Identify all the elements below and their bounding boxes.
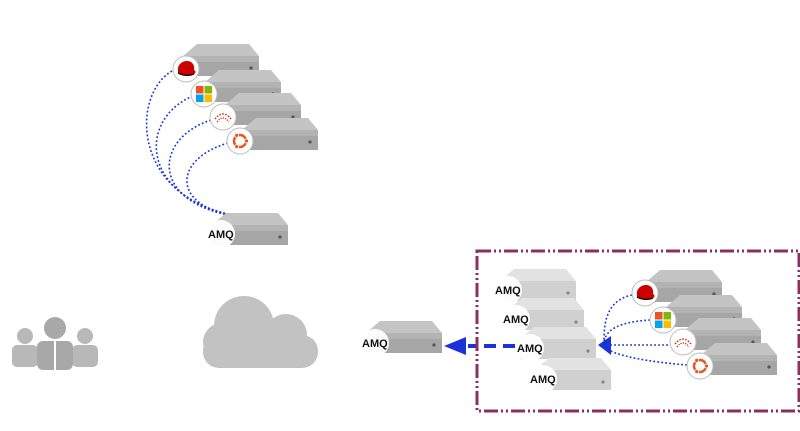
amq-label: AMQ (530, 374, 556, 386)
remote-site-boundary (475, 249, 800, 413)
redhat-icon (173, 56, 199, 82)
connector-redhat (603, 294, 633, 341)
amq-label: AMQ (362, 338, 388, 350)
amq-label: AMQ (495, 285, 521, 297)
top-connectors (145, 70, 251, 219)
amq-server-top: AMQ (207, 213, 288, 248)
redhat-icon (632, 280, 658, 306)
remote-connectors (603, 294, 688, 366)
amq-server-middle: AMQ (361, 321, 442, 357)
remote-to-local-connector (444, 337, 515, 355)
amq-node-2: AMQ (502, 298, 584, 333)
amq-node-3: AMQ (516, 327, 596, 362)
connector-suse (168, 119, 251, 219)
server-ubuntu (242, 118, 318, 150)
amq-label: AMQ (208, 229, 234, 241)
amq-node-4: AMQ (529, 358, 611, 393)
amq-label: AMQ (517, 343, 543, 355)
windows-icon (650, 307, 676, 333)
cloud-icon (203, 296, 318, 368)
amq-node-1: AMQ (494, 269, 576, 304)
amq-label: AMQ (503, 314, 529, 326)
amq-cluster: AMQ AMQ AMQ AMQ (494, 269, 611, 393)
ubuntu-icon (227, 128, 253, 154)
suse-icon (670, 329, 696, 355)
windows-icon (191, 81, 217, 107)
suse-icon (210, 104, 236, 130)
ubuntu-icon (687, 353, 713, 379)
remote-connector-arrowhead (598, 336, 611, 355)
users-icon (12, 317, 98, 370)
